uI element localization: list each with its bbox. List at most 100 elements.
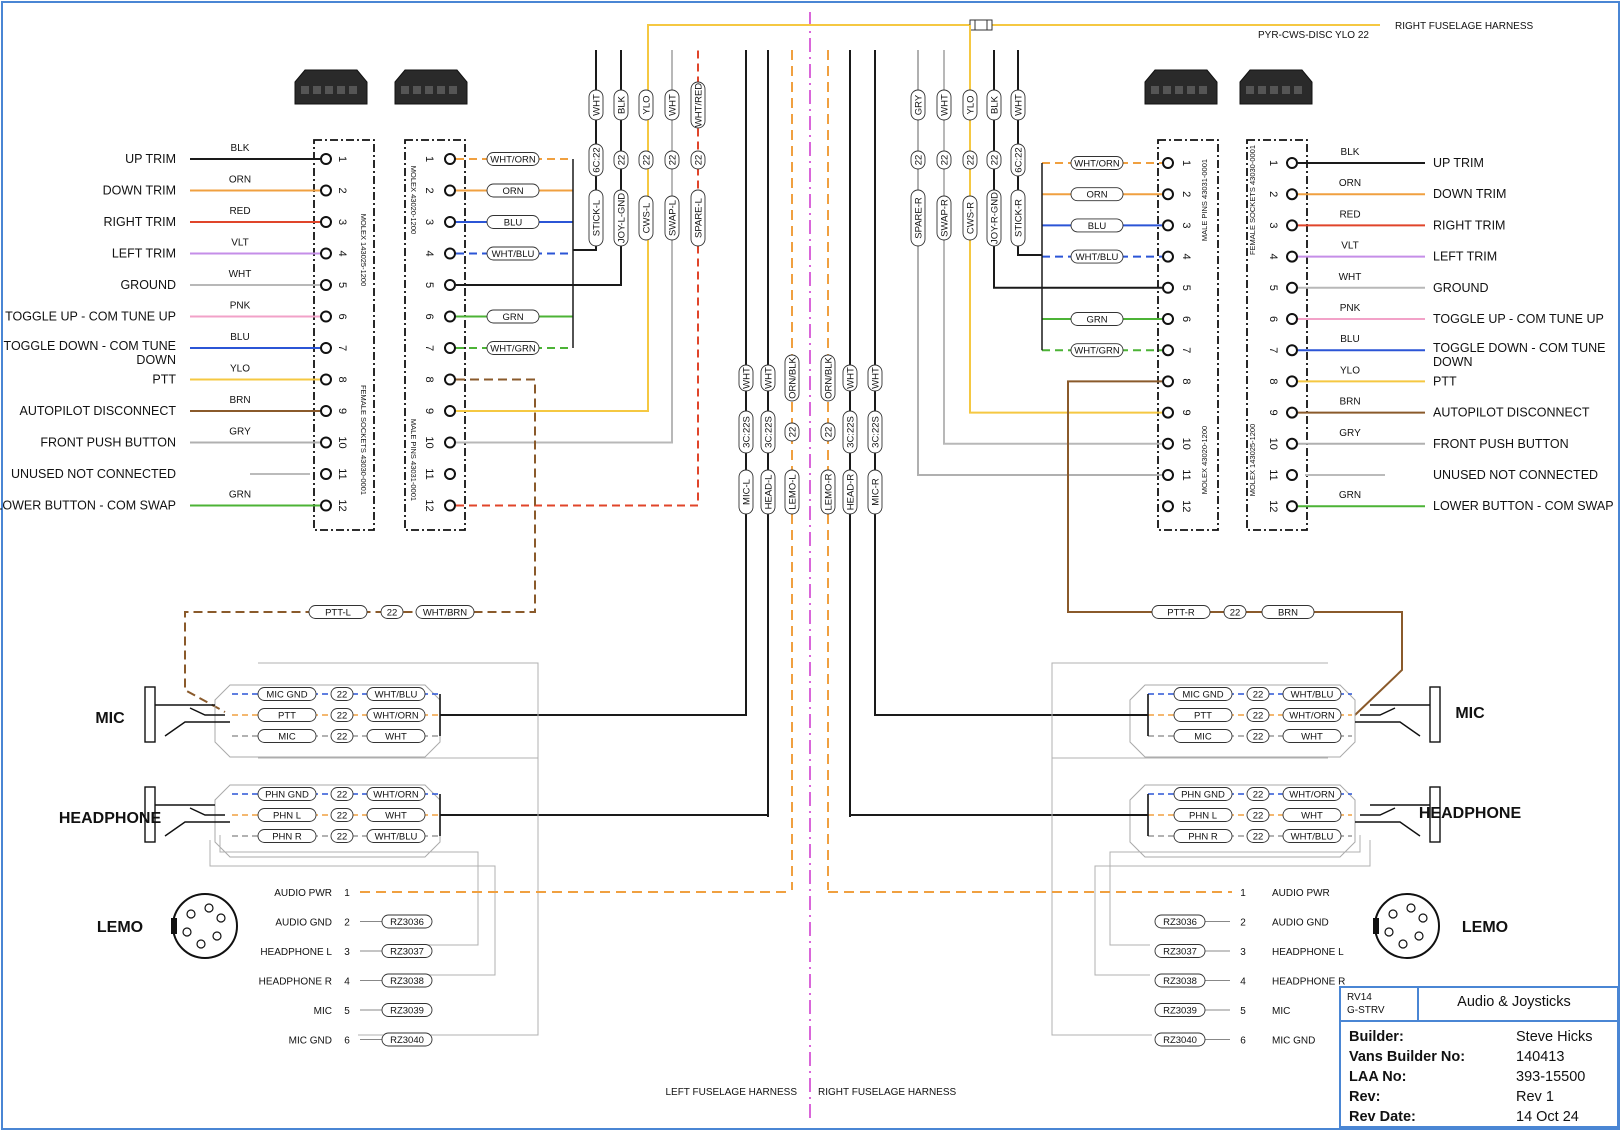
right-pin-label: DOWN (1433, 355, 1473, 369)
jack-gauge-tag: 22 (337, 711, 348, 722)
left-cable-gauge-tag-box (613, 150, 629, 170)
title-row-value: Steve Hicks (1516, 1029, 1593, 1045)
left-wire-tag-box (486, 309, 540, 324)
left-wire-color-label: GRY (229, 427, 251, 438)
right-wire-tag-box (1070, 156, 1124, 170)
right-socket-number: 11 (1267, 469, 1279, 480)
lemo-left-resistor-tag-box (381, 1032, 433, 1047)
right-pin-terminal (1162, 250, 1174, 263)
jack-gauge-tag-box (1246, 708, 1270, 722)
right-pin-number: 2 (1180, 191, 1192, 197)
right-pin-number: 9 (1180, 410, 1192, 416)
right-pin-terminal (1162, 219, 1174, 232)
left-cable-color-tag-box (690, 81, 706, 129)
jack-gauge-tag-box (1246, 687, 1270, 701)
right-wire-tag-box (1070, 249, 1124, 264)
left-harness-label: LEFT FUSELAGE HARNESS (665, 1087, 797, 1098)
jack-ring (189, 707, 225, 716)
lemo-right-resistor-tag: RZ3040 (1163, 1035, 1197, 1046)
right-cable-name-tag: SWAP-R (940, 199, 951, 237)
right-wire-tag: ORN (1086, 190, 1107, 201)
left-cable-gauge-tag-box (690, 150, 706, 170)
jack-signal-tag: MIC (278, 732, 296, 743)
left-wire-tag-box (486, 341, 540, 355)
lemo-right-resistor-tag: RZ3038 (1163, 976, 1197, 987)
right-gnd-cable (993, 50, 1162, 289)
left-cable-gauge-tag: 22 (617, 155, 628, 166)
pyr-cws-disc-label: PYR-CWS-DISC YLO 22 (1258, 30, 1369, 41)
jack-signal-tag-box (257, 708, 317, 722)
left-socket-terminal (320, 279, 332, 291)
lemo-right-resistor-tag: RZ3037 (1163, 947, 1197, 958)
right-wire-tag: WHT/ORN (1074, 159, 1120, 170)
left-wire-color-label: BLU (230, 332, 249, 343)
lemo-right-pin-number: 3 (1240, 947, 1246, 958)
jack-color-tag-box (366, 729, 426, 743)
lemo-right-icon-pin (1406, 903, 1416, 913)
right-socket-number: 6 (1267, 316, 1279, 322)
left-cable-name-tag: SPARE-L (694, 198, 705, 238)
left-cable-gauge-tag: 22 (642, 155, 653, 166)
right-socket-terminal (1286, 375, 1298, 388)
right-cable-color-tag: GRY (914, 94, 925, 115)
jack-signal-tag: PHN GND (265, 790, 309, 801)
left-cable-color-tag: WHT (668, 94, 679, 116)
lemo-left-resistor-tag: RZ3039 (390, 1006, 424, 1017)
jack-signal-tag-box (257, 687, 317, 701)
right-cable-color-tag: YLO (966, 95, 977, 114)
right-socket-number: 9 (1267, 410, 1279, 416)
lemo-left-resistor-tag: RZ3036 (390, 917, 424, 928)
center-cable-gauge-tag: 22 (788, 427, 799, 438)
jack-color-tag: WHT (1301, 732, 1323, 743)
lemo-left-pin-number: 4 (344, 977, 350, 988)
left-cable-gauge-tag: 22 (668, 155, 679, 166)
left-pin-terminal (444, 405, 456, 417)
jack-signal-tag: PHN R (272, 832, 302, 843)
jack-gauge-tag-box (1246, 808, 1270, 822)
left-cable-name-tag-box (588, 189, 604, 247)
left-cable-color-tag-box (588, 89, 604, 121)
right-cable-gauge-tag: 22 (914, 155, 925, 166)
jack-signal-tag: PHN L (1189, 811, 1217, 822)
left-wire-color-label: BLK (231, 143, 250, 154)
jack-gauge-tag-box (1246, 829, 1270, 843)
ptt-left-wire (184, 378, 536, 713)
right-socket-terminal (1286, 313, 1298, 325)
lemo-right-icon-key (1373, 918, 1379, 934)
title-aircraft: RV14 (1347, 992, 1372, 1003)
right-pin-number: 4 (1180, 254, 1192, 260)
lemo-right-title: LEMO (1462, 919, 1508, 936)
right-socket-terminal (1286, 500, 1298, 513)
right-wire-color-label: BLK (1341, 147, 1360, 158)
jack-gauge-tag: 22 (337, 811, 348, 822)
jack-color-tag: WHT/ORN (373, 790, 419, 801)
jack-signal-tag-box (257, 829, 317, 843)
molex-connector-icon-socket (1187, 86, 1195, 94)
molex-connector-icon-socket (1163, 86, 1171, 94)
jack-enclosure (214, 784, 441, 858)
lemo-right-pin-label: AUDIO GND (1272, 918, 1329, 929)
right-wire-color-label: WHT (1339, 272, 1362, 283)
jack-color-tag: WHT/BLU (1291, 832, 1334, 843)
left-pin-terminal (444, 153, 456, 165)
lemo-left-pin-number: 6 (344, 1036, 350, 1047)
jack-signal-tag-box (1173, 729, 1233, 743)
left-cable-color-tag: YLO (642, 95, 653, 114)
right-wire-tag: GRN (1086, 315, 1107, 326)
left-socket-terminal (320, 247, 332, 260)
left-cable-name-tag-box (638, 195, 654, 241)
right-pin-number: 11 (1180, 469, 1192, 480)
lemo-left-icon-pin (182, 927, 192, 937)
center-cable-name-tag: LEMO-L (788, 474, 799, 509)
jack-signal-tag-box (1173, 787, 1233, 801)
left-socket-number: 8 (336, 376, 348, 382)
lemo-right-pin-label: MIC (1272, 1006, 1290, 1017)
jack-signal-tag-box (1173, 687, 1233, 701)
left-pin-number: 1 (423, 156, 435, 162)
right-socket-number: 3 (1267, 222, 1279, 228)
center-cable-color-tag-box (842, 364, 858, 392)
lemo-right-icon-pin (1384, 927, 1394, 937)
left-wire-color-label: PNK (230, 301, 251, 312)
molex-connector-icon-socket (449, 86, 457, 94)
